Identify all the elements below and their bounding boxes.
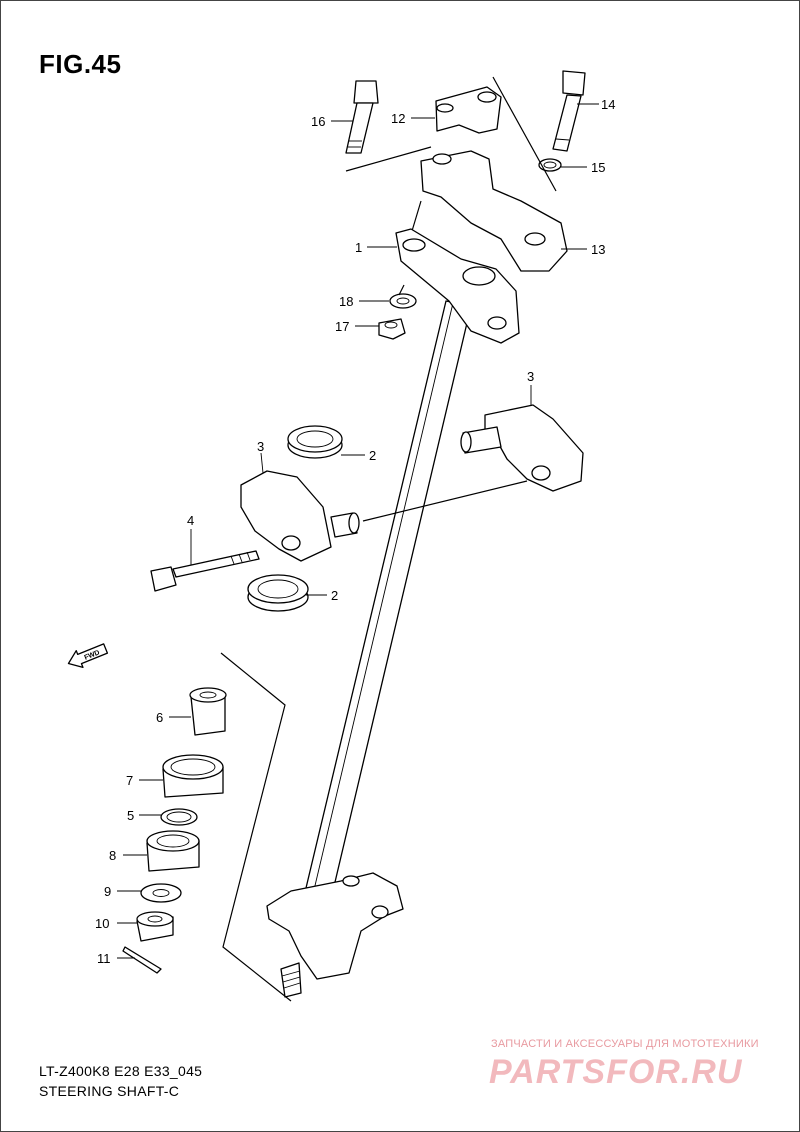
steering-shaft-upper-bracket: [378, 228, 520, 344]
callout-7: 7: [126, 773, 133, 788]
model-code: LT-Z400K8 E28 E33_045: [39, 1063, 203, 1079]
callout-10: 10: [95, 916, 109, 931]
callout-13: 13: [591, 242, 605, 257]
callout-12: 12: [391, 111, 405, 126]
callout-6: 6: [156, 710, 163, 725]
callout-3-right: 3: [527, 369, 534, 384]
fwd-direction-arrow: FWD: [67, 643, 109, 668]
steering-shaft: [266, 300, 472, 998]
lower-bearing-stack: [122, 652, 292, 1002]
shaft-holder-assembly: [150, 404, 584, 612]
callout-2-lower: 2: [331, 588, 338, 603]
callout-15: 15: [591, 160, 605, 175]
callout-4: 4: [187, 513, 194, 528]
figure-title: FIG.45: [39, 49, 122, 79]
callout-11: 11: [97, 951, 111, 966]
callout-1: 1: [355, 240, 362, 255]
callout-5: 5: [127, 808, 134, 823]
callout-14: 14: [601, 97, 615, 112]
callout-8: 8: [109, 848, 116, 863]
callout-18: 18: [339, 294, 353, 309]
callout-9: 9: [104, 884, 111, 899]
callout-2-upper: 2: [369, 448, 376, 463]
callout-numbers: 16 12 14 15 1 13 18 17 3 3 2 4 2 6 7 5 8…: [95, 97, 615, 966]
callout-leaders: [117, 103, 599, 959]
upper-bracket-assembly: [345, 70, 586, 272]
watermark-tagline: ЗАПЧАСТИ И АКСЕССУАРЫ ДЛЯ МОТОТЕХНИКИ: [491, 1038, 759, 1050]
watermark-logo: PARTSFOR.RU: [489, 1053, 743, 1091]
callout-17: 17: [335, 319, 349, 334]
figure-name: STEERING SHAFT-C: [39, 1083, 180, 1099]
callout-16: 16: [311, 114, 325, 129]
callout-3-left: 3: [257, 439, 264, 454]
